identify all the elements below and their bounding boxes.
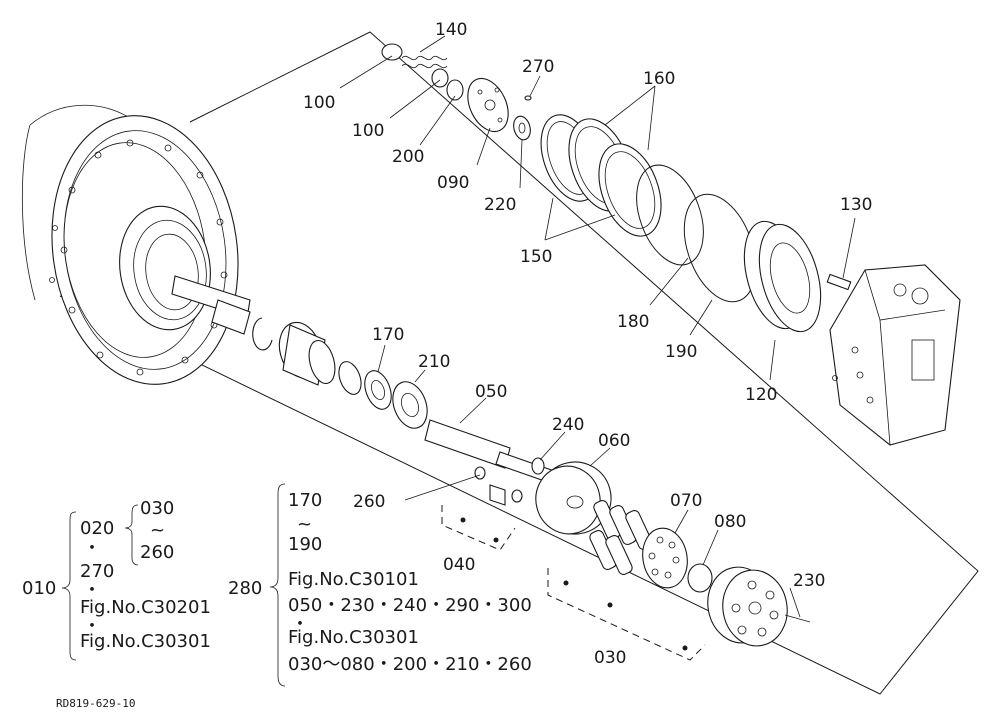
retaining-ring xyxy=(252,317,273,351)
group-bracket-040 xyxy=(441,505,516,551)
bearing-220 xyxy=(513,115,531,141)
callout-240: 240 xyxy=(552,415,584,435)
leader-lines xyxy=(339,35,856,618)
callout-140: 140 xyxy=(435,20,467,40)
callout-150: 150 xyxy=(520,247,552,267)
legend-010-line3: Fig.No.C30201 xyxy=(80,597,211,618)
callout-270: 270 xyxy=(522,57,554,77)
o-ring-180 xyxy=(636,164,704,266)
callout-090: 090 xyxy=(437,173,469,193)
legend-010-bullet1: ・ xyxy=(83,538,101,559)
legend-010-root: 010 xyxy=(22,578,56,599)
legend-280-line4: Fig.No.C30101 xyxy=(288,569,419,590)
snap-ring-200 xyxy=(446,79,464,101)
cylinder-block xyxy=(707,566,811,647)
callout-130: 130 xyxy=(840,195,872,215)
spline-coupling xyxy=(278,321,336,386)
callout-230: 230 xyxy=(793,571,825,591)
legend-280: 280 170 ~ 190 Fig.No.C30101 050・230・240・… xyxy=(228,483,532,687)
legend-010-sub-bot: 260 xyxy=(140,542,174,563)
callout-080: 080 xyxy=(714,512,746,532)
legend-010-bullet2: ・ xyxy=(83,580,101,601)
callout-190: 190 xyxy=(665,342,697,362)
piston-set xyxy=(589,500,653,575)
legend-280-line7: 030〜080・200・210・260 xyxy=(288,654,532,675)
shim-100b xyxy=(431,68,449,88)
legend-010-line1: 020 xyxy=(80,518,114,539)
legend-280-line2: ~ xyxy=(297,514,312,535)
callout-040: 040 xyxy=(443,555,475,575)
bearing-170 xyxy=(364,370,392,410)
legend-010: 010 020 030 ~ 260 ・ 270 ・ Fig.No.C30201 … xyxy=(22,498,211,661)
gear-housing xyxy=(21,104,239,385)
callout-100-top: 100 xyxy=(303,93,335,113)
callout-180: 180 xyxy=(617,312,649,332)
legend-010-brace xyxy=(61,511,77,661)
pin-240 xyxy=(531,457,545,475)
legend-280-line1: 170 xyxy=(288,490,322,511)
legend-010-sub-mid: ~ xyxy=(150,520,165,541)
callout-220: 220 xyxy=(484,195,516,215)
legend-010-sub-brace xyxy=(124,504,139,566)
legend-280-brace xyxy=(269,483,286,687)
callout-050: 050 xyxy=(475,382,507,402)
group-bracket-030 xyxy=(547,568,706,661)
callout-030: 030 xyxy=(594,648,626,668)
callout-labels: 100 140 100 200 090 270 220 160 150 180 … xyxy=(303,20,872,668)
callout-210: 210 xyxy=(418,352,450,372)
spring-140 xyxy=(401,55,448,69)
legend-010-line4: Fig.No.C30301 xyxy=(80,631,211,652)
brake-plate-090 xyxy=(467,77,509,133)
shim-100a xyxy=(381,43,403,61)
valve-body xyxy=(829,264,961,446)
callout-120: 120 xyxy=(745,385,777,405)
callout-160: 160 xyxy=(643,69,675,89)
callout-070: 070 xyxy=(670,491,702,511)
output-shaft xyxy=(171,275,251,335)
spring-holder xyxy=(489,484,506,506)
washer xyxy=(338,361,362,395)
legend-280-line6: Fig.No.C30301 xyxy=(288,627,419,648)
retainer-plate xyxy=(642,527,688,589)
legend-010-line2: 270 xyxy=(80,561,114,582)
bearing-210 xyxy=(392,381,428,429)
callout-060: 060 xyxy=(598,431,630,451)
pin-260b xyxy=(511,489,523,503)
callout-100-mid: 100 xyxy=(352,121,384,141)
pin-270 xyxy=(524,95,532,101)
callout-260: 260 xyxy=(353,492,385,512)
callout-200: 200 xyxy=(392,147,424,167)
swash-plate xyxy=(535,461,612,535)
legend-010-sub-top: 030 xyxy=(140,498,174,519)
spring-130 xyxy=(826,273,852,291)
legend-010-bullet3: ・ xyxy=(83,616,101,637)
callout-170: 170 xyxy=(372,325,404,345)
housing-bolt-holes xyxy=(49,139,228,376)
legend-280-bullet: ・ xyxy=(291,614,309,635)
pin-260a xyxy=(474,466,486,480)
legend-280-line5: 050・230・240・290・300 xyxy=(288,595,532,616)
legend-280-line3: 190 xyxy=(288,534,322,555)
legend-280-root: 280 xyxy=(228,578,262,599)
brake-piston xyxy=(743,220,822,333)
bushing-080 xyxy=(687,563,713,593)
drawing-code: RD819-629-10 xyxy=(56,697,135,710)
friction-plates xyxy=(540,114,662,237)
